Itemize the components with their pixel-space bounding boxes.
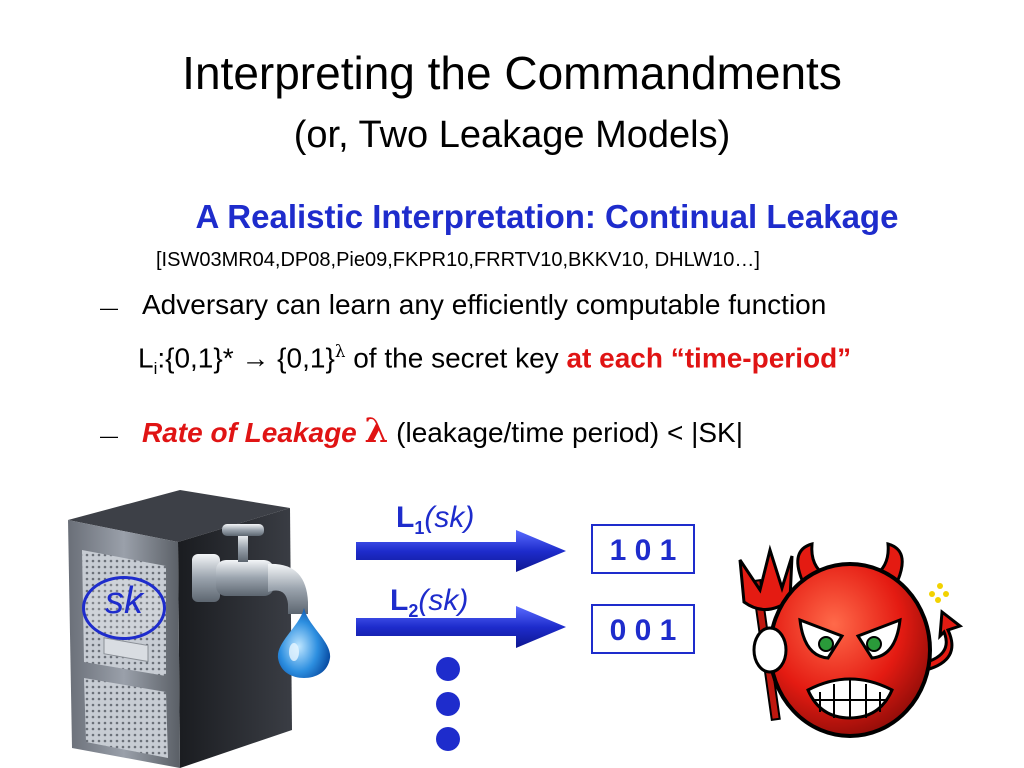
time-period-highlight: at each “time-period” — [566, 342, 852, 374]
slide-title: Interpreting the Commandments — [182, 47, 842, 99]
leakage-label-1: L1(sk) — [396, 500, 474, 546]
bullet-2-rest: (leakage/time period) < |SK| — [388, 417, 743, 448]
leakage-function-symbol: L — [138, 342, 154, 374]
leakage-function-signature: :{0,1}* → {0,1} — [157, 342, 335, 374]
secret-key-label: sk — [105, 580, 143, 622]
section-heading: A Realistic Interpretation: Continual Le… — [195, 198, 899, 235]
secret-key-circle — [82, 576, 166, 640]
continuation-dot — [436, 692, 460, 716]
leakage-function-2: L — [390, 584, 409, 617]
leakage-output-length: λ — [334, 341, 346, 361]
slide-subtitle: (or, Two Leakage Models) — [293, 114, 731, 156]
bullet-1-continuation: Li:{0,1}* → {0,1}λ of the secret key at … — [138, 333, 851, 387]
leakage-index-1: 1 — [414, 518, 425, 538]
arrow-2-icon — [356, 606, 566, 648]
lambda-symbol: λ — [364, 411, 389, 451]
leakage-label-2: L2(sk) — [390, 583, 468, 629]
arrow-1-icon — [356, 530, 566, 572]
leaked-bits-1: 1 0 1 — [591, 524, 695, 574]
leaked-bits-2: 0 0 1 — [591, 604, 695, 654]
bullet-1: — Adversary can learn any efficiently com… — [100, 287, 826, 326]
devil-icon — [738, 541, 964, 738]
leakage-index-2: 2 — [408, 601, 419, 621]
continuation-dot — [436, 657, 460, 681]
leakage-argument-2: (sk) — [418, 584, 469, 617]
rate-of-leakage-label: Rate of Leakage — [142, 417, 365, 448]
leakage-function-index: i — [153, 358, 158, 378]
continuation-dot — [436, 727, 460, 751]
bullet-1-text: Adversary can learn any efficiently comp… — [142, 289, 827, 320]
references: [ISW03MR04,DP08,Pie09,FKPR10,FRRTV10,BKK… — [156, 249, 760, 271]
bullet-dash: — — [100, 426, 118, 446]
bullet-1-rest: of the secret key — [345, 342, 567, 374]
faucet-icon — [192, 524, 308, 614]
bullet-dash: — — [100, 298, 118, 318]
bullet-2: — Rate of Leakage λ (leakage/time period)… — [100, 413, 743, 454]
leakage-argument-1: (sk) — [424, 501, 475, 534]
leakage-function-1: L — [396, 501, 415, 534]
water-drop-icon — [277, 608, 331, 678]
